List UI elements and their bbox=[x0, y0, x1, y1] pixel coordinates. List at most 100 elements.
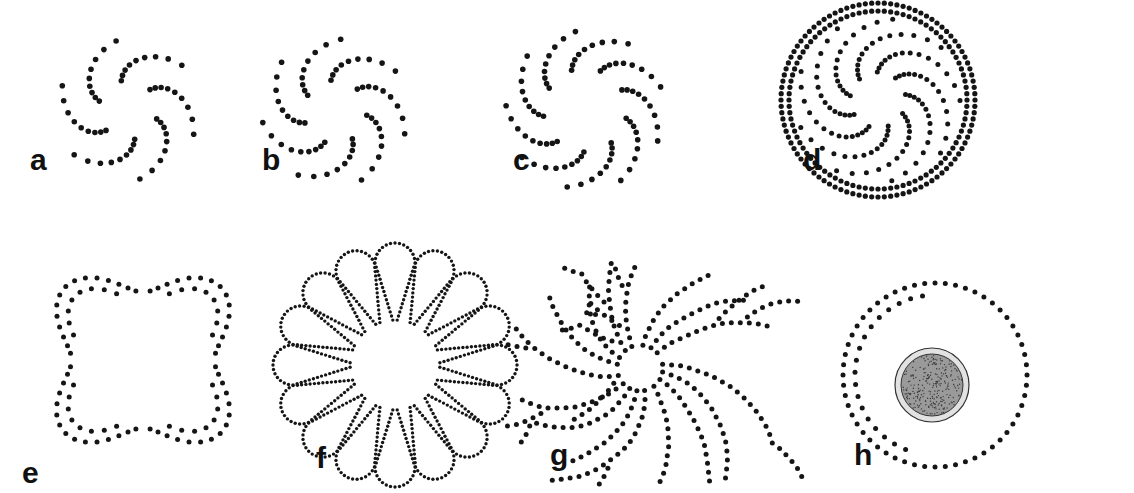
dot bbox=[953, 283, 958, 288]
dot bbox=[377, 453, 380, 456]
dot bbox=[276, 99, 282, 105]
dot bbox=[957, 385, 958, 386]
dot bbox=[443, 435, 446, 438]
dot bbox=[375, 253, 378, 256]
dot bbox=[336, 357, 339, 360]
dot bbox=[536, 112, 542, 118]
dot bbox=[958, 98, 963, 103]
dot bbox=[480, 421, 483, 424]
dot bbox=[412, 440, 415, 443]
dot bbox=[388, 94, 394, 100]
panel-letter: g bbox=[550, 440, 568, 470]
dot bbox=[349, 434, 352, 437]
dot bbox=[330, 346, 333, 349]
dot bbox=[304, 383, 307, 386]
dot bbox=[658, 84, 664, 90]
dot bbox=[434, 398, 437, 401]
dot bbox=[459, 454, 462, 457]
dot bbox=[63, 284, 68, 289]
dot bbox=[875, 301, 880, 306]
dot bbox=[339, 256, 342, 259]
dot bbox=[685, 381, 690, 386]
dot bbox=[480, 450, 483, 453]
dot bbox=[156, 286, 161, 291]
dot bbox=[543, 61, 549, 67]
dot bbox=[523, 133, 529, 139]
dot bbox=[901, 183, 906, 188]
dot bbox=[912, 374, 913, 375]
dot bbox=[385, 483, 388, 486]
dot bbox=[291, 118, 297, 124]
dot bbox=[443, 292, 446, 295]
dot bbox=[273, 355, 276, 358]
dot bbox=[301, 293, 304, 296]
dot bbox=[931, 403, 932, 404]
dot bbox=[409, 414, 412, 417]
dot bbox=[917, 392, 918, 393]
dot bbox=[905, 373, 906, 374]
dot bbox=[907, 395, 908, 396]
dot bbox=[956, 44, 961, 49]
dot bbox=[958, 395, 959, 396]
dot bbox=[926, 356, 927, 357]
dot bbox=[945, 122, 950, 127]
dot bbox=[899, 32, 904, 37]
dot bbox=[879, 61, 884, 66]
dot bbox=[227, 401, 232, 406]
dot bbox=[302, 429, 305, 432]
dot bbox=[519, 440, 524, 445]
dot bbox=[666, 435, 671, 440]
dot bbox=[547, 356, 552, 361]
dot bbox=[906, 390, 907, 391]
dot bbox=[330, 325, 333, 328]
dot bbox=[553, 166, 559, 172]
dot bbox=[602, 313, 607, 318]
dot bbox=[412, 444, 415, 447]
dot bbox=[349, 304, 352, 307]
dot bbox=[609, 261, 614, 266]
dot bbox=[933, 363, 934, 364]
dot bbox=[579, 154, 585, 160]
dot bbox=[322, 413, 325, 416]
dot bbox=[147, 87, 153, 93]
dot bbox=[491, 384, 494, 387]
dot bbox=[451, 357, 454, 360]
dot bbox=[411, 431, 414, 434]
dot bbox=[926, 380, 927, 381]
dot bbox=[1004, 315, 1009, 320]
dot bbox=[981, 450, 986, 455]
dot bbox=[133, 289, 138, 294]
dot bbox=[514, 327, 519, 332]
dot bbox=[931, 413, 932, 414]
dot bbox=[798, 156, 803, 161]
dot bbox=[944, 364, 945, 365]
dot bbox=[932, 396, 933, 397]
dot bbox=[464, 407, 467, 410]
dot bbox=[409, 312, 412, 315]
dot bbox=[660, 331, 665, 336]
dot bbox=[1015, 412, 1020, 417]
dot bbox=[416, 469, 419, 472]
dot bbox=[83, 440, 88, 445]
dot bbox=[65, 372, 70, 377]
dot bbox=[301, 67, 307, 73]
dot bbox=[965, 60, 970, 65]
dot bbox=[938, 404, 939, 405]
dot bbox=[114, 291, 119, 296]
dot bbox=[415, 407, 418, 410]
dot bbox=[537, 140, 543, 146]
dot bbox=[946, 375, 947, 376]
dot bbox=[541, 113, 547, 119]
dot bbox=[608, 435, 613, 440]
dot bbox=[308, 378, 311, 381]
dot bbox=[615, 362, 620, 367]
dot bbox=[323, 407, 326, 410]
dot bbox=[908, 296, 913, 301]
dot bbox=[378, 249, 381, 252]
dot bbox=[361, 400, 364, 403]
dot bbox=[483, 347, 486, 350]
dot bbox=[444, 347, 447, 350]
dot bbox=[814, 75, 819, 80]
dot bbox=[850, 134, 855, 139]
dot bbox=[448, 347, 451, 350]
